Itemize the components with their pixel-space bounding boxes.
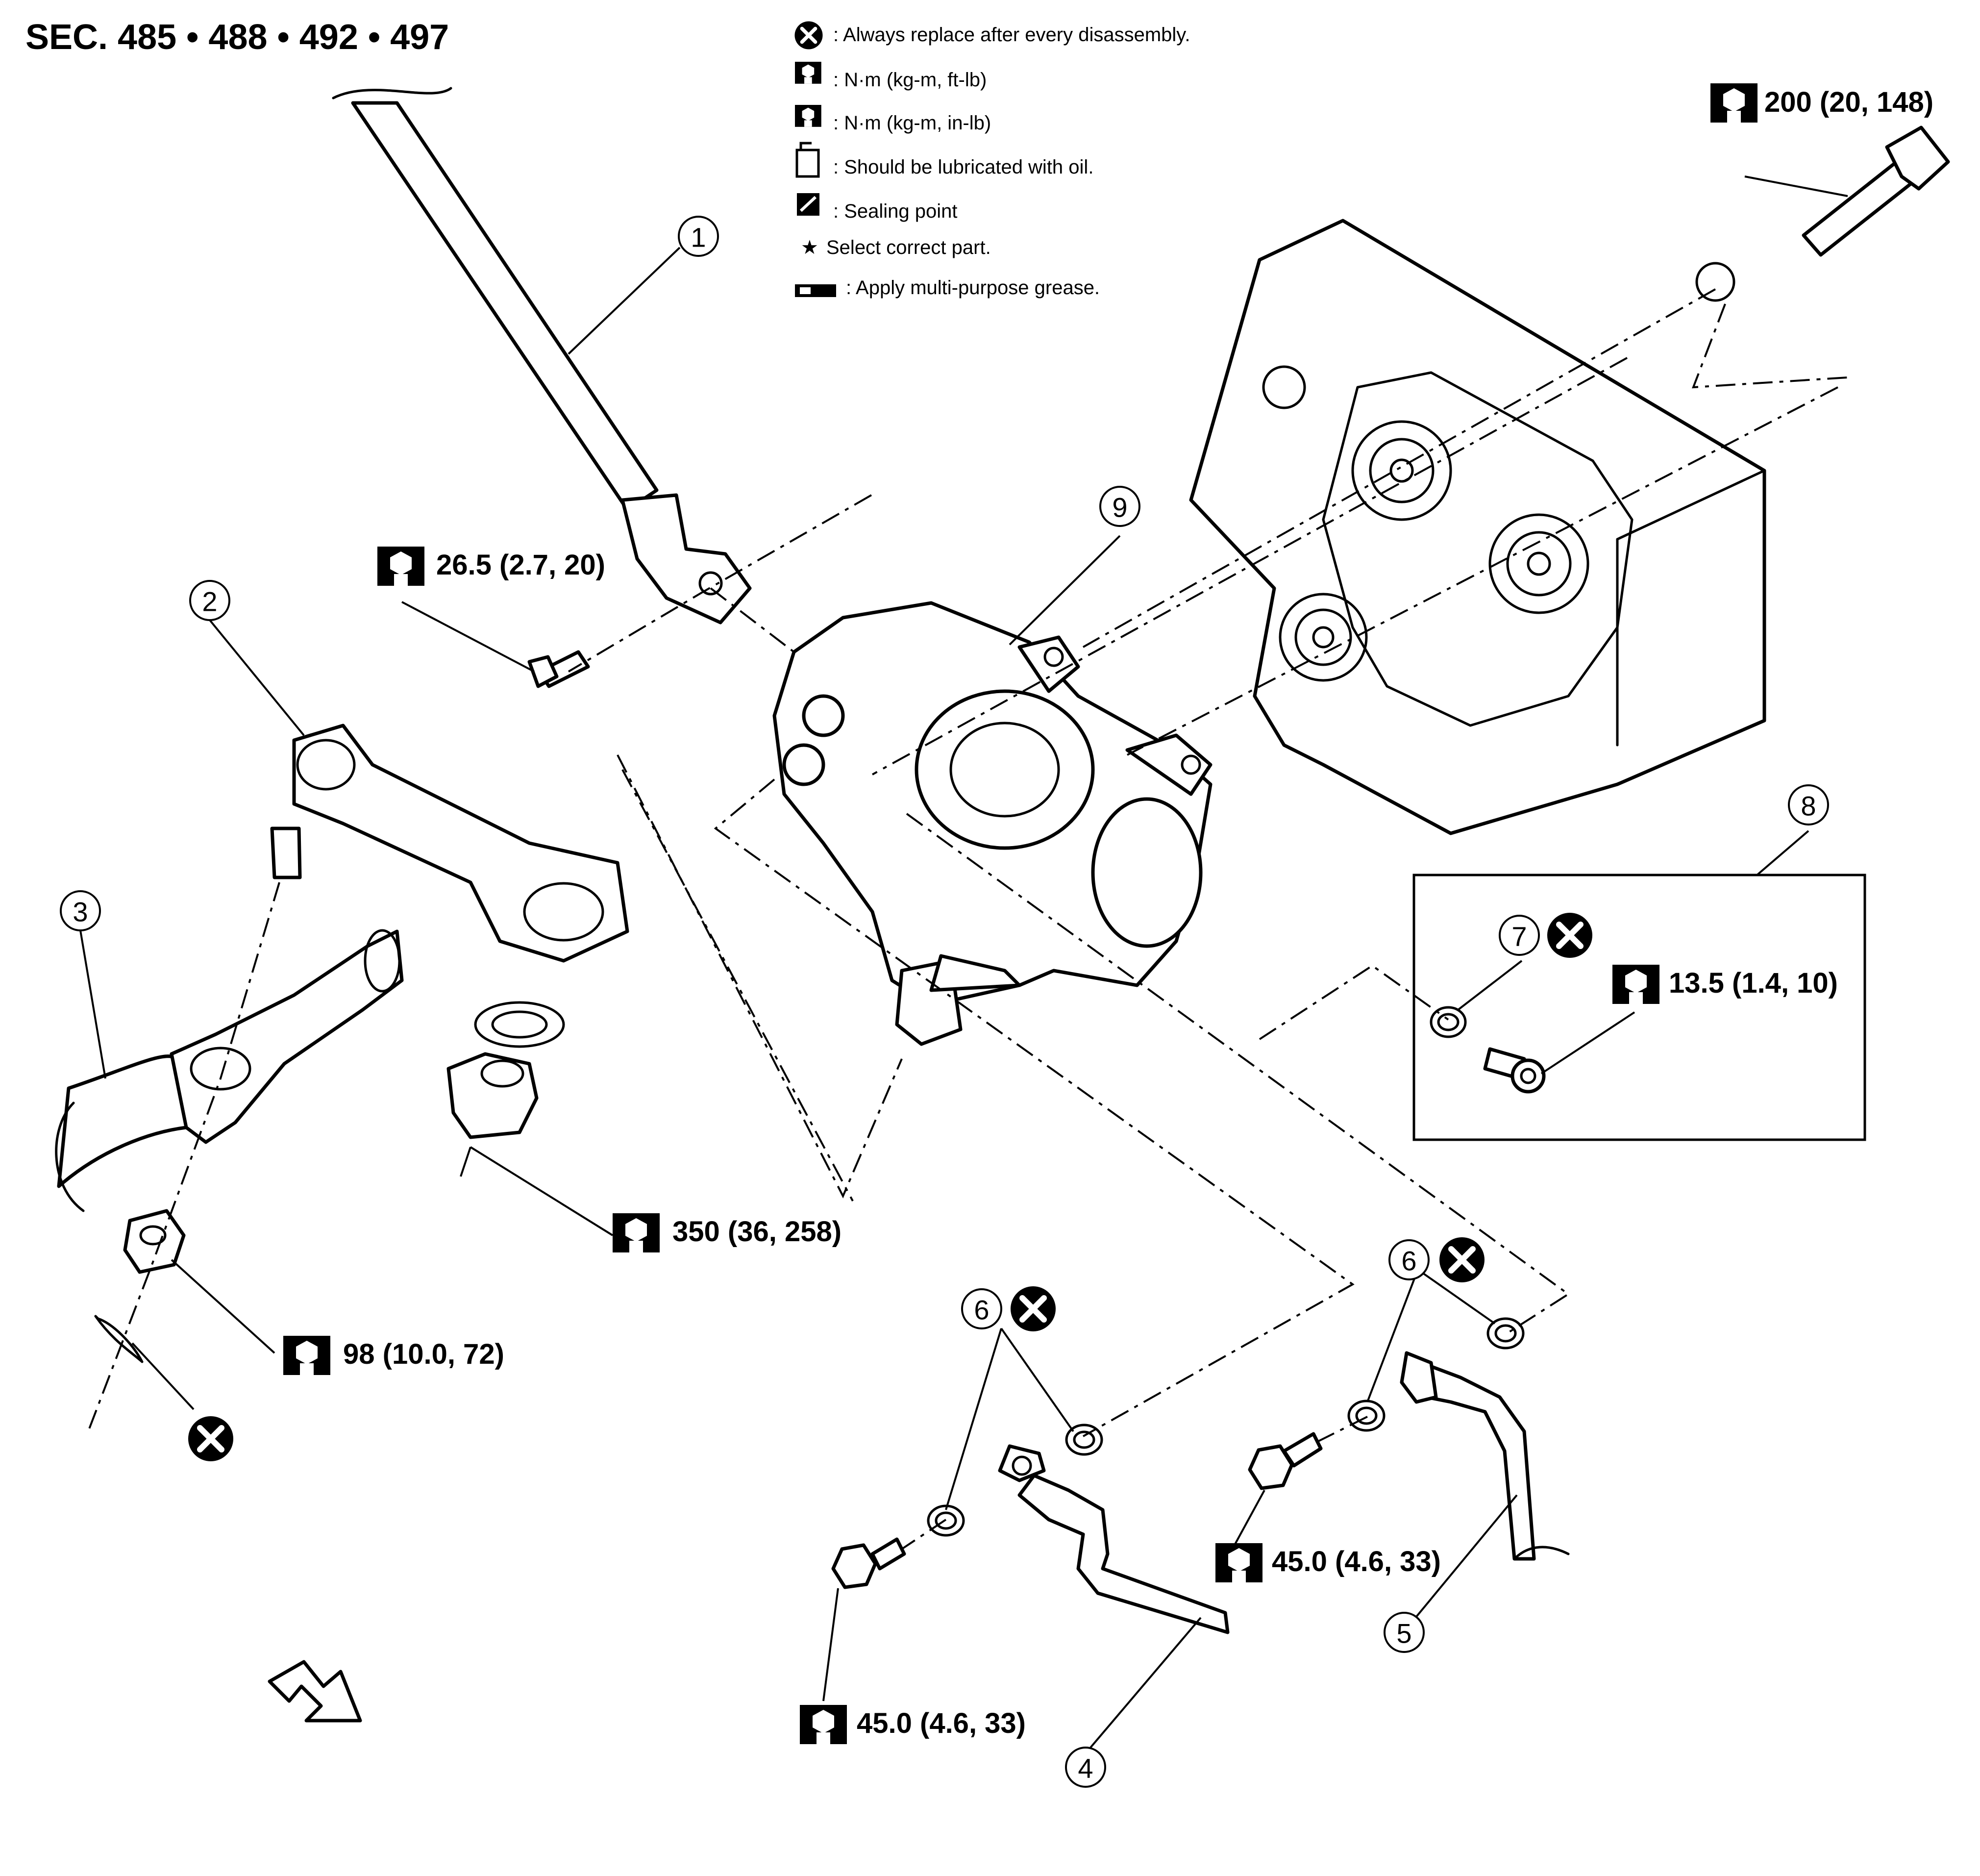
leader-lines <box>79 175 1848 1749</box>
torque-wrench-icon <box>1710 83 1757 123</box>
legend-item-sealing: : Sealing point <box>833 200 958 222</box>
torque-spec-13-5: 13.5 (1.4, 10) <box>1612 965 1838 1004</box>
sealing-washer-6a-upper <box>1065 1424 1103 1456</box>
torque-wrench-icon <box>377 547 424 586</box>
universal-joint <box>620 493 752 625</box>
callout-7: 7 <box>1499 915 1540 956</box>
svg-text:350 (36, 258): 350 (36, 258) <box>672 1216 842 1248</box>
grease-icon <box>795 284 836 297</box>
bracket-bore-lower <box>1279 593 1368 682</box>
callout-2: 2 <box>189 580 230 621</box>
steering-column-shaft <box>332 87 752 625</box>
svg-text:6: 6 <box>974 1295 989 1326</box>
torque-wrench-icon <box>1612 965 1659 1004</box>
torque-spec-45-right: 45.0 (4.6, 33) <box>1215 1543 1441 1582</box>
torque-spec-200: 200 (20, 148) <box>1710 83 1933 123</box>
svg-text:1: 1 <box>691 222 706 253</box>
svg-text:45.0 (4.6, 33): 45.0 (4.6, 33) <box>1272 1546 1441 1577</box>
legend-item-inlb: : N·m (kg-m, in-lb) <box>833 112 991 134</box>
svg-text:13.5 (1.4, 10): 13.5 (1.4, 10) <box>1669 967 1838 999</box>
detail-box-8 <box>1412 874 1866 1141</box>
torque-spec-350: 350 (36, 258) <box>613 1213 842 1252</box>
torque-wrench-small-icon <box>795 105 821 127</box>
torque-wrench-icon <box>795 62 821 84</box>
replace-marker-7 <box>1547 913 1592 958</box>
pitman-lock-washer <box>474 1001 565 1048</box>
replace-marker-6-right <box>1439 1237 1485 1282</box>
gear-mounting-bolt <box>1695 125 1950 302</box>
torque-wrench-icon <box>800 1705 847 1744</box>
svg-text:8: 8 <box>1801 791 1816 822</box>
sealing-washer-6b-upper <box>1486 1317 1525 1350</box>
bracket-bore-upper <box>1351 420 1452 521</box>
callout-5: 5 <box>1384 1612 1425 1653</box>
return-hose-5 <box>1400 1351 1570 1561</box>
replace-x-icon <box>794 21 822 49</box>
callout-4: 4 <box>1065 1747 1106 1788</box>
section-title: SEC. 485 • 488 • 492 • 497 <box>25 18 449 57</box>
legend-item-select: Select correct part. <box>826 237 991 258</box>
replace-marker-cotter <box>188 1416 233 1461</box>
sealing-washer-6a-lower <box>927 1504 965 1537</box>
svg-text:6: 6 <box>1401 1246 1416 1276</box>
svg-text:98 (10.0, 72): 98 (10.0, 72) <box>343 1338 504 1370</box>
sealing-point-icon <box>797 193 819 216</box>
torque-spec-26-5: 26.5 (2.7, 20) <box>377 547 605 586</box>
torque-wrench-icon <box>1215 1543 1262 1582</box>
legend-item-grease: : Apply multi-purpose grease. <box>846 277 1100 299</box>
svg-text:200 (20, 148): 200 (20, 148) <box>1764 86 1933 118</box>
callout-9: 9 <box>1099 486 1140 527</box>
assembly-centerlines <box>87 288 1848 1550</box>
bracket-bore-right <box>1488 513 1589 614</box>
svg-text:45.0 (4.6, 33): 45.0 (4.6, 33) <box>857 1707 1026 1739</box>
pitman-arm-nut <box>446 1052 539 1139</box>
gear-port-fittings <box>782 694 845 786</box>
torque-wrench-icon <box>613 1213 660 1252</box>
svg-text:9: 9 <box>1112 492 1127 523</box>
eye-bolt-5 <box>1248 1432 1323 1490</box>
legend: : Always replace after every disassembly… <box>794 21 1190 299</box>
pinch-bolt <box>527 650 590 688</box>
cotter-pin <box>94 1315 144 1363</box>
torque-wrench-icon <box>283 1336 330 1375</box>
legend-item-oil: : Should be lubricated with oil. <box>833 156 1093 178</box>
callout-6-left: 6 <box>961 1288 1002 1329</box>
front-direction-arrow-icon <box>268 1660 362 1723</box>
svg-text:5: 5 <box>1396 1618 1411 1649</box>
legend-item-replace: : Always replace after every disassembly… <box>833 24 1190 46</box>
svg-text:7: 7 <box>1511 921 1527 952</box>
torque-spec-98: 98 (10.0, 72) <box>283 1336 504 1375</box>
detail-bolt <box>1483 1047 1546 1094</box>
star-icon: ★ <box>801 237 818 258</box>
oil-can-icon <box>795 142 820 178</box>
o-ring-7 <box>1430 1006 1467 1038</box>
pressure-hose-4 <box>998 1444 1230 1634</box>
castle-nut <box>123 1209 186 1274</box>
svg-text:3: 3 <box>73 897 88 927</box>
steering-gear-assembly <box>772 601 1213 1046</box>
pitman-arm <box>270 724 629 963</box>
callout-3: 3 <box>60 890 101 931</box>
legend-item-ftlb: : N·m (kg-m, ft-lb) <box>833 69 987 91</box>
svg-text:2: 2 <box>202 586 217 617</box>
replace-marker-6-left <box>1011 1286 1056 1331</box>
callout-8: 8 <box>1788 784 1829 825</box>
callout-1: 1 <box>678 216 719 257</box>
eye-bolt-4 <box>831 1537 906 1589</box>
callout-6-right: 6 <box>1388 1239 1430 1280</box>
relay-rod <box>55 929 404 1212</box>
svg-text:4: 4 <box>1078 1753 1093 1784</box>
torque-spec-45-left: 45.0 (4.6, 33) <box>800 1705 1026 1744</box>
sealing-washer-6b-lower <box>1347 1400 1386 1432</box>
frame-bracket <box>1189 219 1766 835</box>
svg-text:26.5 (2.7, 20): 26.5 (2.7, 20) <box>436 549 605 581</box>
